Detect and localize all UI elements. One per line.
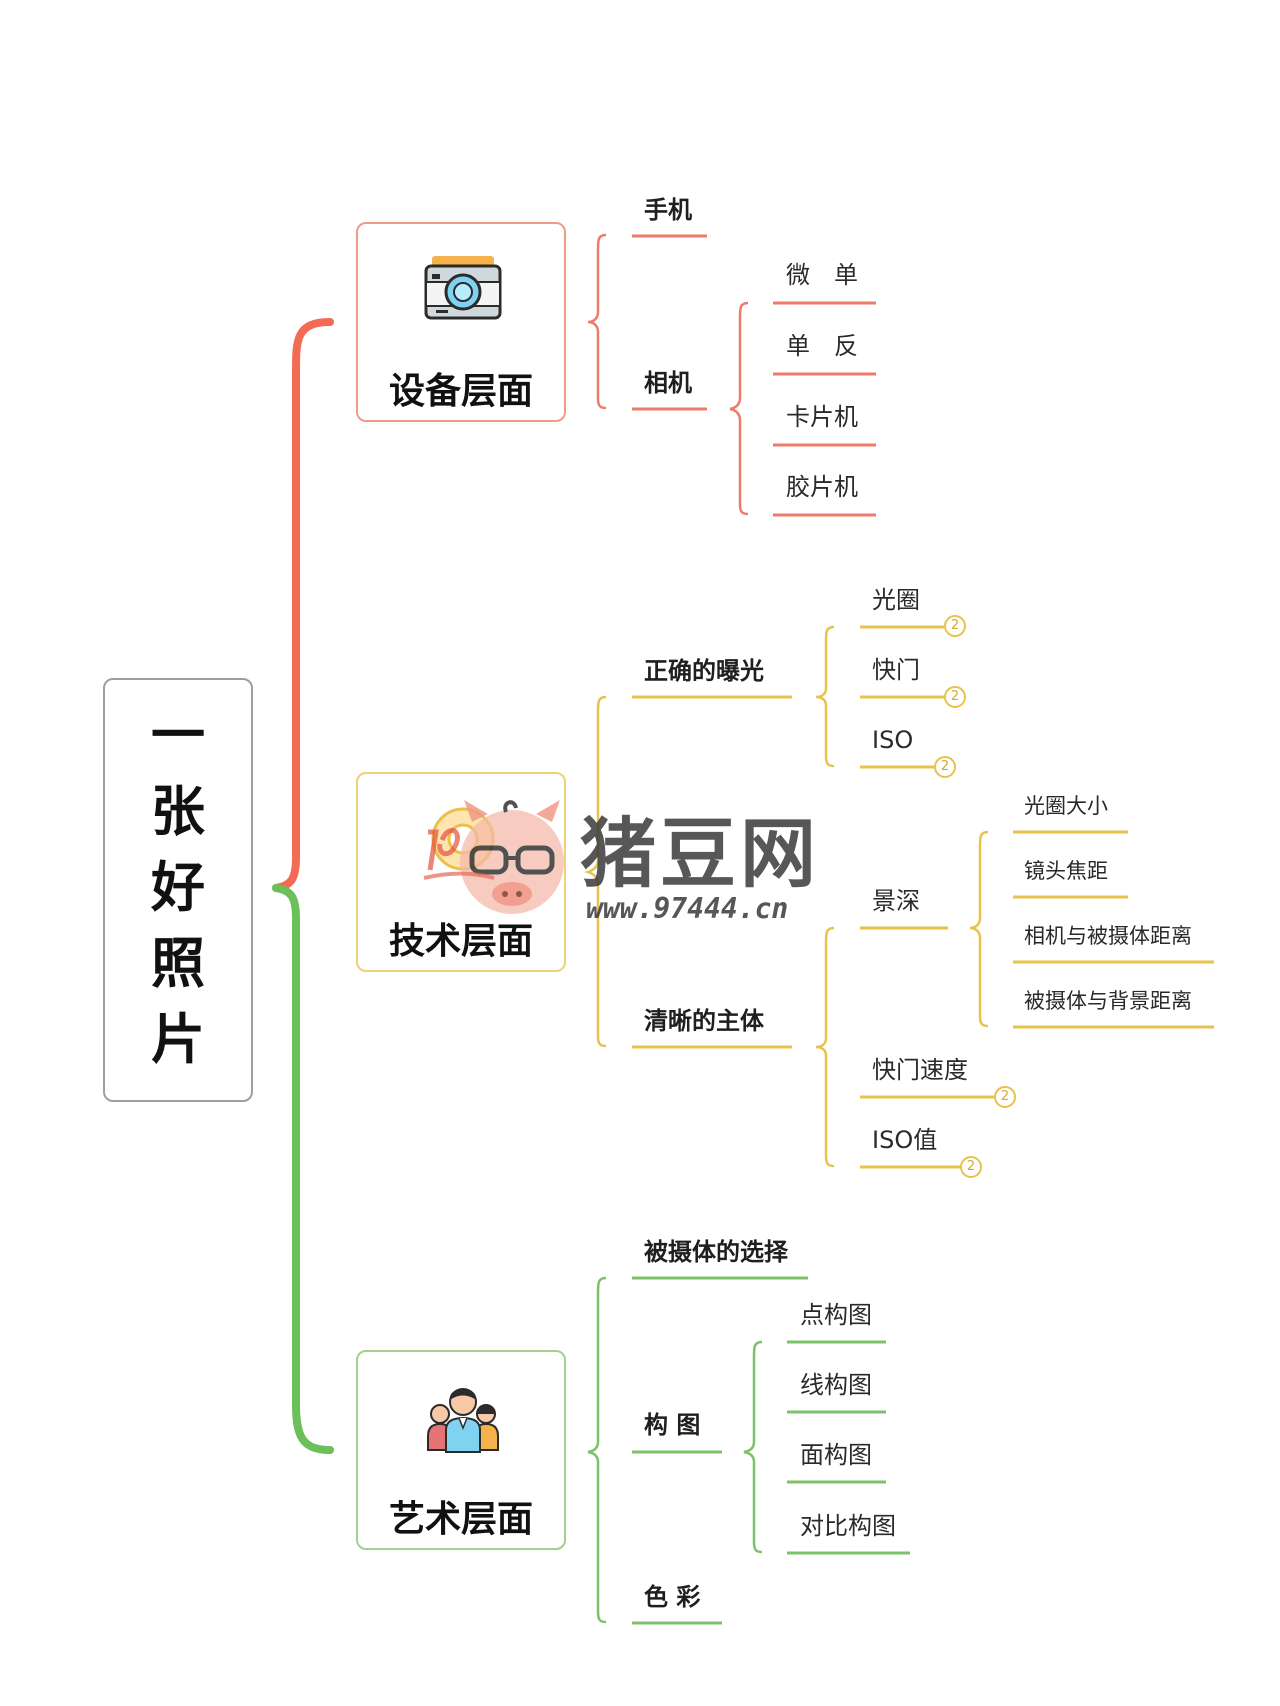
subject-item: ISO值 <box>872 1126 938 1154</box>
composition-node: 构 图 <box>644 1411 701 1439</box>
equipment-node: 设备层面 <box>356 222 566 422</box>
camera-node: 相机 <box>644 369 692 397</box>
art-title: 艺术层面 <box>388 1499 533 1540</box>
watermark-url: www.97444.cn <box>586 892 789 925</box>
exposure-item: 光圈 <box>872 586 920 614</box>
camera-type-item: 微 单 <box>786 261 858 289</box>
subject-node: 清晰的主体 <box>644 1007 764 1035</box>
composition-bracket <box>743 1340 763 1554</box>
composition-item: 线构图 <box>800 1371 872 1399</box>
art-node: 艺术层面 <box>356 1350 566 1550</box>
root-char: 照 <box>151 932 205 995</box>
camera-icon <box>424 256 502 320</box>
camera-type-item: 胶片机 <box>786 473 858 501</box>
depth-item: 相机与被摄体距离 <box>1024 924 1192 948</box>
depth-item: 镜头焦距 <box>1024 859 1108 883</box>
technique-title: 技术层面 <box>388 921 533 962</box>
root-bracket-top <box>272 318 334 892</box>
camera-type-item: 卡片机 <box>786 403 858 431</box>
count-badge[interactable]: 2 <box>934 756 956 778</box>
people-icon <box>427 1388 499 1453</box>
depth-item: 被摄体与背景距离 <box>1024 989 1192 1013</box>
art-bracket <box>587 1276 607 1624</box>
exposure-item: 快门 <box>872 656 920 684</box>
depth-bracket <box>969 830 989 1028</box>
root-char: 好 <box>151 856 205 919</box>
subject-choice-node: 被摄体的选择 <box>644 1238 788 1266</box>
subject-item: 快门速度 <box>872 1056 968 1084</box>
watermark: 猪豆网 www.97444.cn <box>420 792 840 932</box>
composition-item: 对比构图 <box>800 1512 896 1540</box>
depth-item: 光圈大小 <box>1024 794 1108 818</box>
composition-item: 面构图 <box>800 1441 872 1469</box>
root-char: 片 <box>151 1008 205 1071</box>
composition-item: 点构图 <box>800 1301 872 1329</box>
count-badge[interactable]: 2 <box>994 1086 1016 1108</box>
pig-logo-icon <box>423 800 564 914</box>
count-badge[interactable]: 2 <box>944 615 966 637</box>
root-char: 一 <box>151 704 205 767</box>
technique-bracket <box>584 695 607 1048</box>
color-node: 色 彩 <box>644 1583 701 1611</box>
depth-node: 景深 <box>872 887 920 915</box>
root-node: 一 张 好 照 片 <box>103 678 253 1102</box>
count-badge[interactable]: 2 <box>944 686 966 708</box>
camera-bracket <box>729 301 749 516</box>
equipment-bracket <box>587 233 607 410</box>
camera-type-item: 单 反 <box>786 332 858 360</box>
root-title: 一 张 好 照 片 <box>105 698 251 1078</box>
watermark-title: 猪豆网 <box>580 809 820 898</box>
root-bracket-bottom <box>272 884 334 1454</box>
exposure-item: ISO <box>872 726 914 754</box>
exposure-node: 正确的曝光 <box>644 657 764 685</box>
equipment-title: 设备层面 <box>388 371 533 412</box>
subject-bracket <box>815 926 835 1168</box>
exposure-bracket <box>815 625 835 768</box>
root-char: 张 <box>151 780 205 843</box>
count-badge[interactable]: 2 <box>960 1156 982 1178</box>
phone-node: 手机 <box>644 196 692 224</box>
